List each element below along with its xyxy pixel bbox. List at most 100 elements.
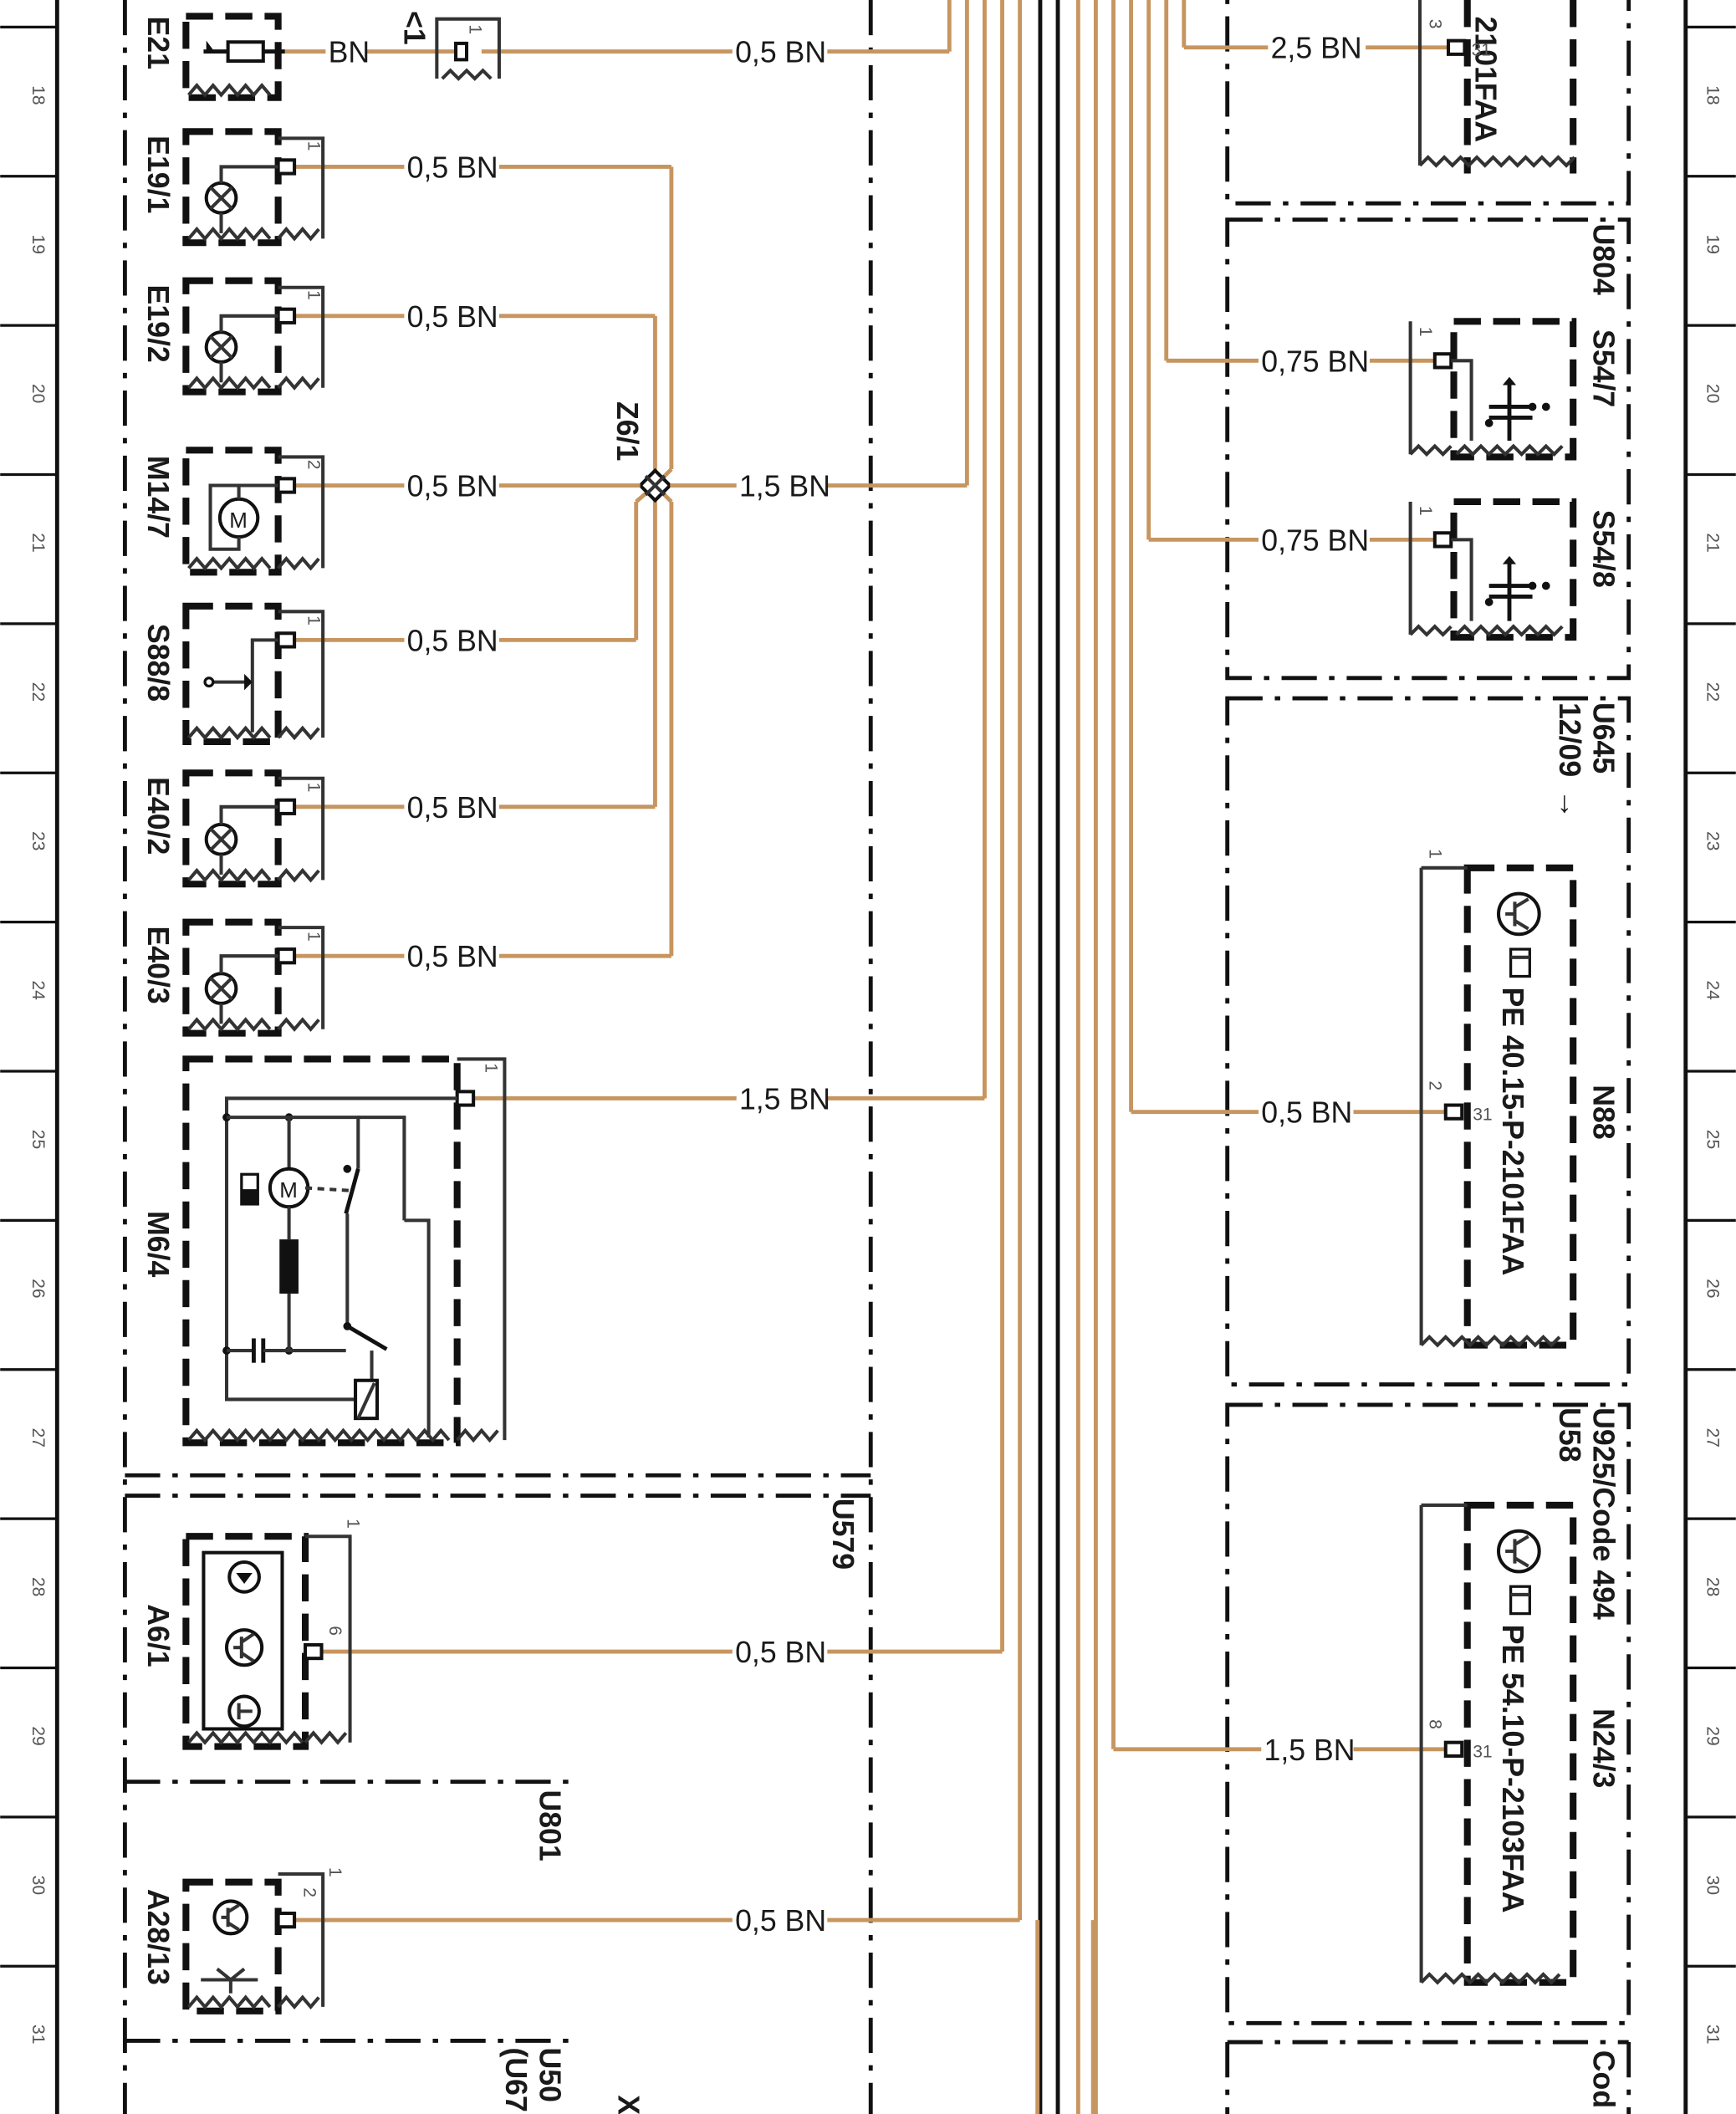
pin-e19-1: 1 xyxy=(304,141,323,151)
wire-label-e21: BN xyxy=(329,36,370,69)
grid-row-number: 18 xyxy=(1703,85,1723,105)
component-a6-1-label: A6/1 xyxy=(141,1604,175,1667)
wire-label-s54-8: 0,75 BN xyxy=(1261,523,1369,557)
coil-icon xyxy=(279,1239,299,1294)
component-e40-2 xyxy=(182,769,325,888)
connector-top xyxy=(435,17,501,81)
region-u645-label: U645 xyxy=(1587,702,1621,774)
grid-row-number: 30 xyxy=(1703,1876,1723,1895)
component-e21 xyxy=(182,13,285,101)
pin-e40-3: 1 xyxy=(304,932,323,942)
pin-top-partial-31: 31 xyxy=(1472,40,1491,59)
component-e21-label: E21 xyxy=(141,16,175,69)
svg-text:M: M xyxy=(279,1179,298,1203)
wire-label-a6-1: 0,5 BN xyxy=(735,1636,826,1669)
grid-row-number: 27 xyxy=(28,1427,48,1447)
grid-row-number: 20 xyxy=(28,384,48,403)
pin-s54-7: 1 xyxy=(1416,327,1435,337)
wire-bundle xyxy=(947,0,1187,2114)
pin-m6-4: 1 xyxy=(482,1063,501,1073)
component-n88-label: N88 xyxy=(1587,1085,1621,1139)
transistor-icon xyxy=(1496,1529,1541,1574)
pin-s54-8: 1 xyxy=(1416,506,1435,516)
wire-label-m6-4: 1,5 BN xyxy=(739,1082,830,1116)
splice-label: Z6/1 xyxy=(610,401,644,461)
component-e40-3-label: E40/3 xyxy=(141,927,175,1004)
component-top-partial-label: 2101FAA xyxy=(1468,16,1502,142)
pin-e40-2: 1 xyxy=(304,783,323,793)
grid-row-number: 21 xyxy=(28,533,48,552)
wire-label-n24-3: 1,5 BN xyxy=(1264,1734,1355,1767)
component-e19-2-label: E19/2 xyxy=(141,285,175,363)
grid-row-number: 19 xyxy=(28,235,48,254)
component-a6-1 xyxy=(182,1533,352,1750)
wire-label-z6-1-out: 1,5 BN xyxy=(739,469,830,503)
region-u67-label: (U67 xyxy=(499,2048,533,2112)
component-e19-2 xyxy=(182,277,325,396)
region-u58-label: U58 xyxy=(1553,1407,1586,1462)
grid-row-number: 28 xyxy=(1703,1577,1723,1596)
component-a28-13 xyxy=(182,1871,325,2014)
region-u645-date: 12/09 xyxy=(1553,702,1586,777)
wire-label-e19-2: 0,5 BN xyxy=(407,300,498,334)
component-s88-8 xyxy=(182,602,325,746)
region-u804-label: U804 xyxy=(1587,224,1621,295)
wire-label-e19-1: 0,5 BN xyxy=(407,151,498,184)
component-e19-1 xyxy=(182,128,325,247)
wire-label-s54-7: 0,75 BN xyxy=(1261,345,1369,378)
pin-n24-3: 8 xyxy=(1425,1719,1444,1729)
region-u50-label: U50 xyxy=(534,2048,567,2102)
pin-e19-2: 1 xyxy=(304,290,323,300)
component-s54-7 xyxy=(1408,318,1577,461)
grid-row-number: 26 xyxy=(28,1279,48,1298)
grid-row-number: 31 xyxy=(1703,2025,1723,2044)
grid-row-number: 28 xyxy=(28,1577,48,1596)
pin-n88-31: 31 xyxy=(1473,1105,1492,1124)
wire-label-a28-13: 0,5 BN xyxy=(735,1904,826,1938)
pin-a28-13-top: 1 xyxy=(325,1867,345,1877)
svg-text:M: M xyxy=(229,509,248,533)
component-top-partial xyxy=(1417,0,1577,174)
component-s54-8 xyxy=(1408,498,1577,641)
component-e40-3 xyxy=(182,918,325,1037)
wire-label-e21-trunk: 0,5 BN xyxy=(735,36,826,69)
grid-row-number: 29 xyxy=(1703,1726,1723,1745)
region-frames xyxy=(122,0,1631,2114)
pin-a6-1: 6 xyxy=(325,1626,345,1636)
grid-row-number: 22 xyxy=(1703,682,1723,702)
connector-top-pin: 1 xyxy=(465,24,484,34)
wire-label-e40-2: 0,5 BN xyxy=(407,791,498,825)
component-n24-3 xyxy=(1419,1501,1577,1986)
wire-label-m14-7: 0,5 BN xyxy=(407,469,498,503)
component-n88 xyxy=(1419,864,1577,1349)
pin-s88-8: 1 xyxy=(304,615,323,626)
transistor-icon xyxy=(224,1628,264,1667)
wire-label-top-right: 2,5 BN xyxy=(1271,32,1362,65)
grid-row-number: 30 xyxy=(28,1876,48,1895)
component-n88-ref: PE 40.15-P-2101FAA xyxy=(1496,987,1529,1275)
grid-row-number: 29 xyxy=(28,1726,48,1745)
component-e19-1-label: E19/1 xyxy=(141,135,175,213)
grid-row-number: 19 xyxy=(1703,235,1723,254)
region-u579-label: U579 xyxy=(826,1499,860,1570)
grid-row-number: 20 xyxy=(1703,384,1723,403)
connector-top-label: <1 xyxy=(397,11,431,45)
region-code-partial-label: Cod xyxy=(1587,2050,1621,2108)
component-s88-8-label: S88/8 xyxy=(141,624,175,702)
pointing-hand-icon xyxy=(1509,1585,1531,1616)
transistor-icon xyxy=(1496,891,1541,937)
pin-m14-7: 2 xyxy=(304,460,323,470)
grid-row-number: 27 xyxy=(1703,1427,1723,1447)
right-wires xyxy=(1113,45,1449,1752)
component-m14-7: M xyxy=(182,447,325,576)
grid-row-number: 26 xyxy=(1703,1279,1723,1298)
component-s54-8-label: S54/8 xyxy=(1587,510,1621,588)
grid-row-number: 18 xyxy=(28,85,48,105)
pin-a28-13: 2 xyxy=(299,1887,319,1897)
component-e40-2-label: E40/2 xyxy=(141,777,175,855)
grid-row-number: 24 xyxy=(28,980,48,1000)
grid-row-number: 25 xyxy=(1703,1130,1723,1149)
